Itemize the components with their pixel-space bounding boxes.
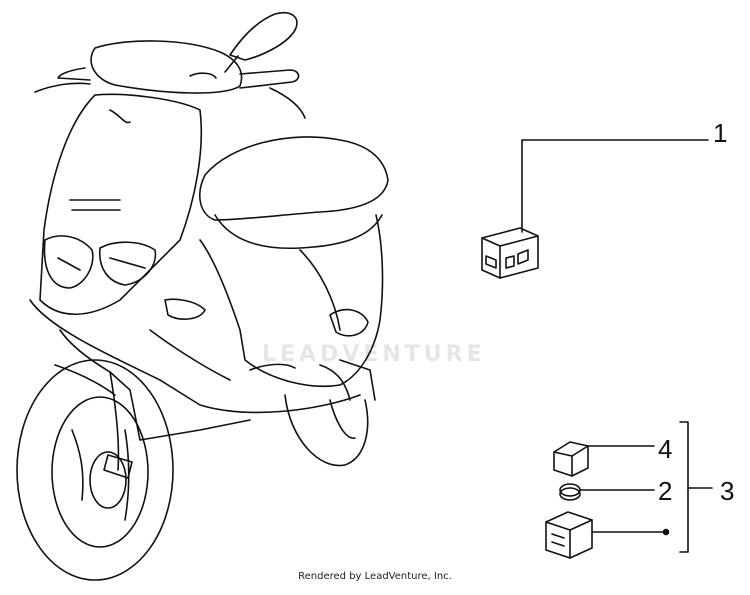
scooter-illustration [16,12,389,581]
callout-1: 1 [713,118,728,148]
bracket-part-3 [679,421,713,553]
callout-4: 4 [658,434,673,464]
part-1-relay [481,139,709,279]
part-bottom-connector [545,511,670,559]
footer-credit: Rendered by LeadVenture, Inc. [298,571,452,582]
callout-3: 3 [720,476,735,506]
part-4-connector [553,441,655,477]
callout-2: 2 [658,476,673,506]
part-2-grommet [559,483,655,501]
